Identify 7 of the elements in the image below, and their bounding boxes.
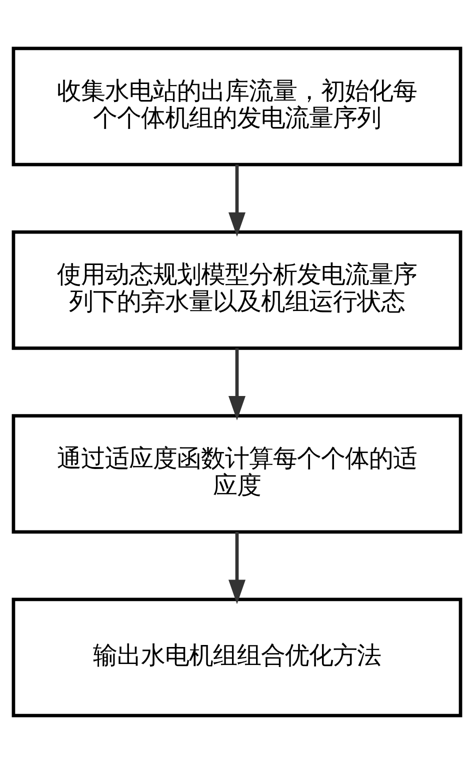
arrow xyxy=(228,164,246,236)
node-box: 通过适应度函数计算每个个体的适应度 xyxy=(12,414,462,534)
node-box: 使用动态规划模型分析发电流量序列下的弃水量以及机组运行状态 xyxy=(12,230,462,350)
node-box: 输出水电机组组合优化方法 xyxy=(12,597,462,717)
arrow xyxy=(228,531,246,604)
arrow xyxy=(228,348,246,420)
node-box: 收集水电站的出库流量，初始化每个个体机组的发电流量序列 xyxy=(12,46,462,166)
